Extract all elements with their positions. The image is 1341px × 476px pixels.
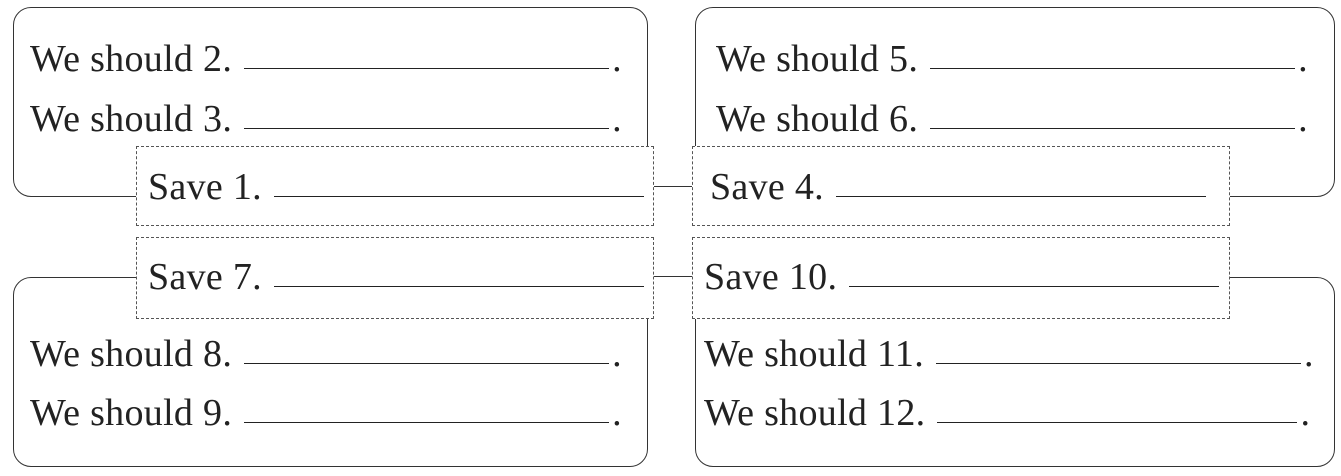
top-right-line-6: We should 6. . xyxy=(716,100,1308,138)
line-end: . xyxy=(612,98,622,140)
line-end: . xyxy=(612,392,622,434)
top-left-line-3: We should 3. . xyxy=(30,100,622,138)
answer-blank-5[interactable] xyxy=(930,68,1296,69)
save-line-7: Save 7. xyxy=(148,258,644,296)
line-prefix: We should 9. xyxy=(30,392,233,434)
answer-blank-12[interactable] xyxy=(937,422,1298,423)
answer-blank-10[interactable] xyxy=(849,286,1220,287)
line-prefix: Save 1. xyxy=(148,166,262,208)
bottom-right-line-11: We should 11. . xyxy=(704,335,1314,373)
answer-blank-2[interactable] xyxy=(244,68,610,69)
answer-blank-7[interactable] xyxy=(273,286,644,287)
answer-blank-1[interactable] xyxy=(273,196,644,197)
bottom-left-line-9: We should 9. . xyxy=(30,394,622,432)
line-prefix: We should 6. xyxy=(716,98,919,140)
line-end: . xyxy=(1304,333,1314,375)
connector-top-middle xyxy=(652,186,694,187)
line-end: . xyxy=(612,333,622,375)
line-prefix: We should 3. xyxy=(30,98,233,140)
line-prefix: We should 11. xyxy=(704,333,925,375)
save-box-1 xyxy=(136,146,654,226)
line-prefix: We should 12. xyxy=(704,392,926,434)
top-right-line-5: We should 5. . xyxy=(716,40,1308,78)
line-end: . xyxy=(612,38,622,80)
save-box-4 xyxy=(692,146,1230,226)
save-box-10 xyxy=(692,237,1230,319)
line-prefix: Save 4. xyxy=(710,166,824,208)
bottom-right-line-12: We should 12. . xyxy=(704,394,1310,432)
line-end: . xyxy=(1298,98,1308,140)
save-line-10: Save 10. xyxy=(704,256,1220,298)
bottom-left-line-8: We should 8. . xyxy=(30,335,622,373)
save-line-4: Save 4. xyxy=(710,168,1206,206)
answer-blank-4[interactable] xyxy=(835,196,1206,197)
answer-blank-3[interactable] xyxy=(244,128,610,129)
line-prefix: We should 8. xyxy=(30,333,233,375)
answer-blank-8[interactable] xyxy=(244,363,610,364)
save-box-7 xyxy=(136,237,654,319)
answer-blank-6[interactable] xyxy=(930,128,1296,129)
top-left-line-2: We should 2. . xyxy=(30,40,622,78)
line-prefix: Save 7. xyxy=(148,256,262,298)
connector-bottom-middle xyxy=(652,276,694,277)
save-line-1: Save 1. xyxy=(148,168,644,206)
answer-blank-11[interactable] xyxy=(936,363,1302,364)
answer-blank-9[interactable] xyxy=(244,422,610,423)
line-prefix: We should 5. xyxy=(716,38,919,80)
line-end: . xyxy=(1298,38,1308,80)
line-prefix: Save 10. xyxy=(704,256,838,298)
line-prefix: We should 2. xyxy=(30,38,233,80)
line-end: . xyxy=(1300,392,1311,434)
